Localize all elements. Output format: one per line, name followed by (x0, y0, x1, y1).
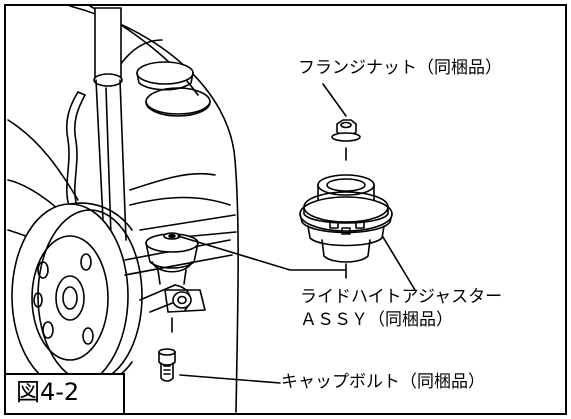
figure-number: 図4-2 (16, 378, 80, 406)
brake-drum (11, 202, 143, 390)
callout-leaders (177, 83, 416, 384)
strut-pillar (93, 7, 127, 241)
reservoir-cap (136, 61, 211, 117)
flange-nut-label: フランジナット（同梱品） (298, 58, 502, 78)
lower-bracket (164, 289, 206, 313)
figure-frame (4, 4, 567, 415)
cap-bolt-label: キャップボルト（同梱品） (281, 372, 485, 392)
figure-number-box (6, 373, 125, 413)
brake-hose (65, 91, 86, 209)
adjuster-label-line2: ＡＳＳＹ（同梱品） (300, 310, 453, 330)
cap-bolt (158, 317, 176, 382)
ride-height-adjuster (299, 174, 393, 263)
flange-nut (331, 119, 361, 161)
adjuster-label-line1: ライドハイトアジャスター (300, 287, 503, 307)
